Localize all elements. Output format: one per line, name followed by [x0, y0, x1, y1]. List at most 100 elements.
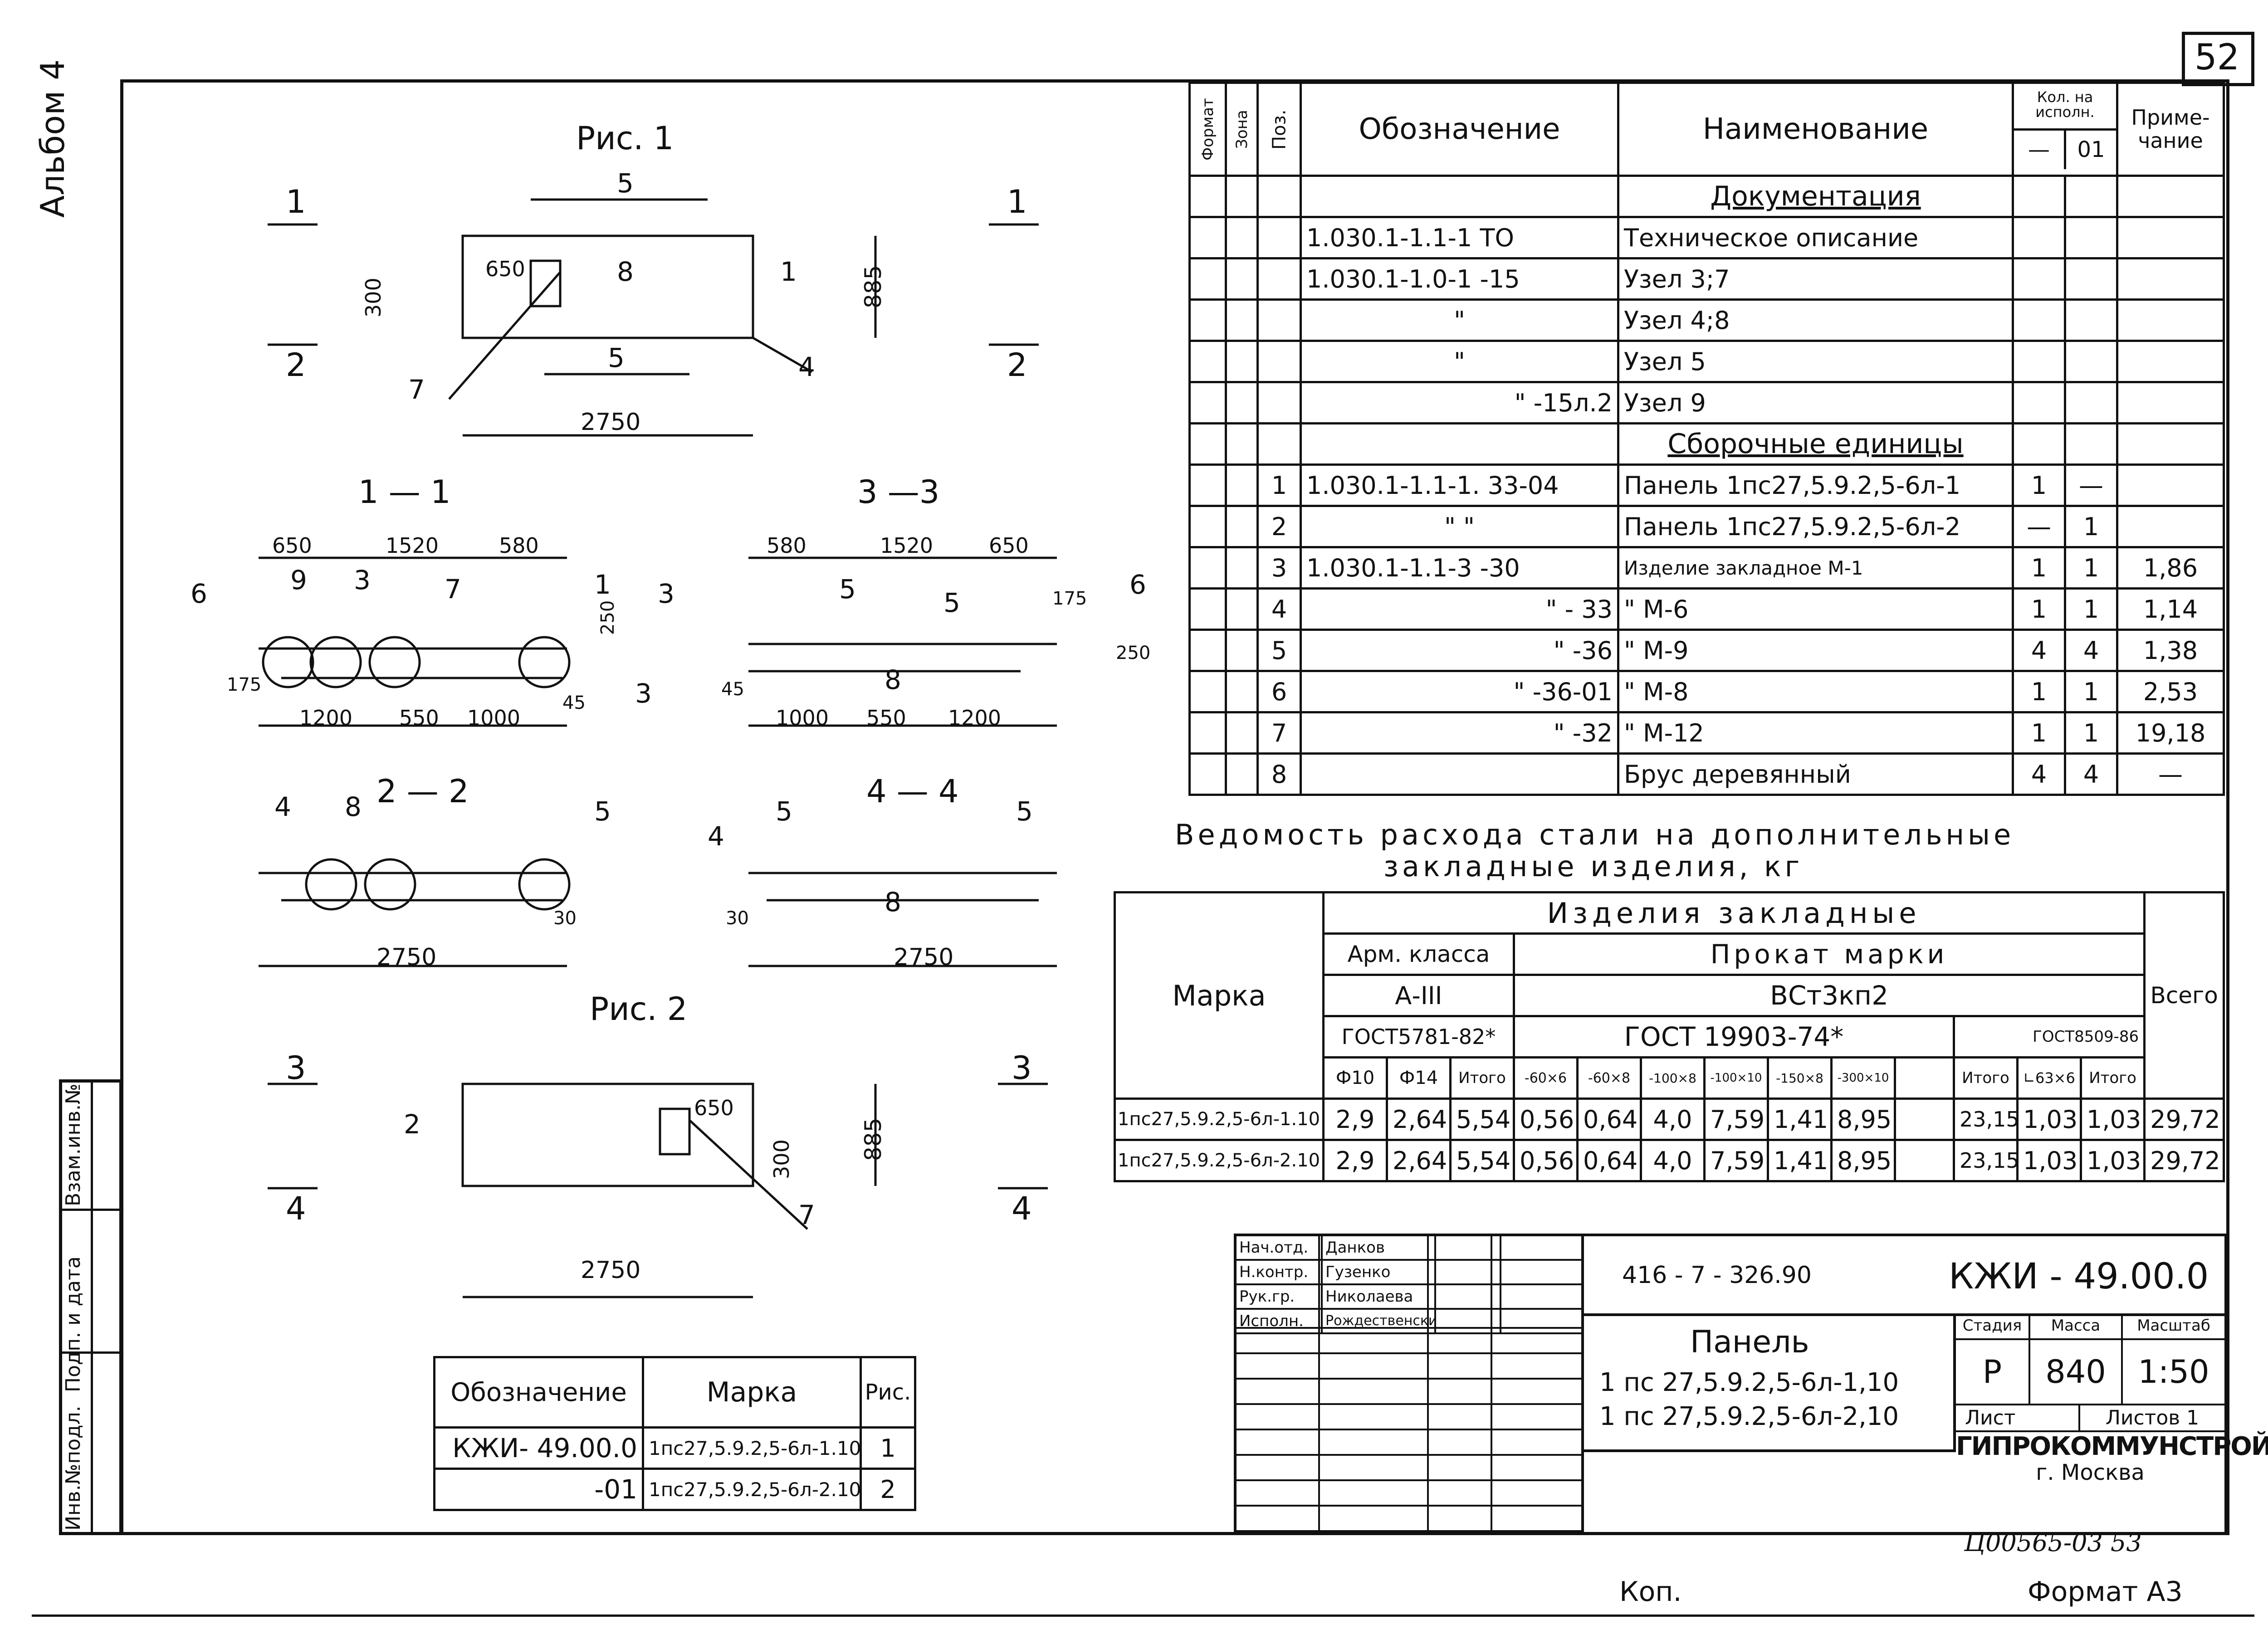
side-strip-hline-1	[59, 1209, 122, 1211]
stamp-title-line3: 1 пс 27,5.9.2,5-6л-2,10	[1599, 1402, 1899, 1431]
spec-designation	[1300, 752, 1619, 796]
fig2-title: Рис. 2	[590, 990, 688, 1028]
page-number: 52	[2195, 37, 2240, 78]
sec22-circle-4	[305, 858, 357, 911]
spec-h-designation: Обозначение	[1300, 82, 1619, 177]
spec-designation: " "	[1300, 505, 1619, 548]
spec-pos: 8	[1256, 752, 1302, 796]
stamp-project-row: 416 - 7 - 326.90 КЖИ - 49.00.0	[1581, 1236, 2224, 1316]
fig2-pos-7: 7	[798, 1200, 815, 1230]
sec33-dim-580: 580	[767, 533, 807, 558]
steel-col-head: Итого	[1953, 1056, 2019, 1100]
sec33-dim-175: 175	[1052, 588, 1087, 609]
steel-col-head: -100×10	[1703, 1056, 1769, 1100]
steel-val: 1,03	[2079, 1139, 2146, 1182]
marks-des: КЖИ- 49.00.0	[433, 1426, 644, 1470]
steel-col-head: -60×6	[1513, 1056, 1579, 1100]
spec-row: 8 Брус деревянный 4 4 —	[1188, 752, 2225, 796]
spec-h-pos: Поз.	[1257, 83, 1301, 176]
spec-qty-1: 1	[2012, 670, 2066, 713]
steel-header-3: А-III ВСт3кп2	[1115, 974, 2224, 1017]
spec-designation: 1.030.1-1.0-1 -15	[1300, 257, 1619, 301]
fig2-cut-3-label: 3	[286, 1049, 306, 1087]
spec-qty-1: —	[2012, 505, 2066, 548]
sec11-circle-9	[262, 636, 314, 688]
spec-qty-1: 1	[2012, 546, 2066, 590]
spec-note	[2116, 463, 2225, 507]
spec-name: Узел 4;8	[1617, 298, 2014, 342]
sec11-pos-1: 1	[594, 569, 611, 600]
stamp-mass: 840	[2030, 1340, 2123, 1404]
steel-col-head: -60×8	[1576, 1056, 1642, 1100]
fig1-dim-2750: 2750	[581, 409, 641, 436]
steel-val: 23,15	[1953, 1097, 2019, 1141]
spec-row: 3 1.030.1-1.1-3 -30 Изделие закладное М-…	[1188, 546, 2225, 590]
sec22-dim-2750: 2750	[376, 944, 437, 971]
spec-name: Узел 3;7	[1617, 257, 2014, 301]
stamp-stage: Р	[1956, 1340, 2030, 1404]
stamp-sheets: Листов 1	[2105, 1406, 2200, 1429]
steel-col-head: Ф14	[1386, 1056, 1452, 1100]
stamp-org: ГИПРОКОММУНСТРОЙ	[1956, 1432, 2268, 1461]
section-3-3-title: 3 —3	[857, 473, 940, 511]
stamp-person: Данков	[1323, 1236, 1436, 1259]
sec44-dim-30: 30	[726, 908, 749, 929]
spec-note	[2116, 340, 2225, 383]
stamp-stage-block: Стадия Масса Масштаб Р 840 1:50 Лист Лис…	[1956, 1313, 2268, 1484]
marks-table: Обозначение Марка Рис. КЖИ- 49.00.0 1пс2…	[433, 1356, 916, 1511]
sec33-pos-5b: 5	[943, 587, 960, 618]
drawings	[259, 198, 1057, 1298]
spec-qty-2	[2063, 257, 2119, 301]
fig1-cut-2-label: 2	[286, 346, 306, 384]
stamp-role: Н.контр.	[1237, 1261, 1323, 1283]
steel-col-head: ∟63×6	[2016, 1056, 2082, 1100]
sec11-dim-1200: 1200	[299, 706, 353, 730]
sec44-pos-5a: 5	[776, 796, 792, 827]
fig2-dim-2750: 2750	[581, 1257, 641, 1284]
spec-qty-2	[2063, 381, 2119, 424]
sec11-pos-3: 3	[354, 565, 371, 595]
sec44-pos-5b: 5	[1016, 796, 1033, 827]
steel-h-a3: А-III	[1322, 974, 1515, 1017]
spec-pos	[1256, 298, 1302, 342]
stamp-doc-code: КЖИ - 49.00.0	[1949, 1256, 2209, 1297]
steel-h-vst: ВСт3кп2	[1512, 974, 2146, 1017]
spec-qty-1: 4	[2012, 629, 2066, 672]
section-2-2-title: 2 — 2	[376, 773, 469, 810]
sec11-dim-1000: 1000	[467, 706, 521, 730]
sec22-circle-5	[518, 858, 571, 911]
spec-note	[2116, 257, 2225, 301]
section-4-4-title: 4 — 4	[866, 773, 959, 810]
spec-qty-1	[2012, 381, 2066, 424]
steel-row: 1пс27,5.9.2,5-6л-2.10 2,9 2,64 5,54 0,56…	[1114, 1139, 2225, 1182]
fig1-dim-885: 885	[860, 265, 886, 308]
spec-row: 2 " " Панель 1пс27,5.9.2,5-6л-2 — 1	[1188, 505, 2225, 548]
spec-qty-2: —	[2063, 463, 2119, 507]
steel-val: 1,03	[2079, 1097, 2146, 1141]
sec33-pos-8: 8	[885, 664, 901, 695]
spec-note	[2116, 381, 2225, 424]
spec-row: " Узел 4;8	[1188, 298, 2225, 342]
fig2-dim-300: 300	[769, 1139, 794, 1179]
fig2-opening	[659, 1107, 691, 1156]
fig1-leader-7	[448, 271, 561, 400]
sec11-circle-7	[368, 636, 421, 688]
sec44-pos-4: 4	[708, 821, 724, 852]
steel-table: Марка Изделия закладные Всего Арм. класс…	[1114, 891, 2225, 1182]
spec-row: 6 " -36-01 " М-8 1 1 2,53	[1188, 670, 2225, 713]
steel-title-1: Ведомость расхода стали на дополнительны…	[1175, 818, 2015, 851]
spec-name: " М-9	[1617, 629, 2014, 672]
spec-h-qty-label: Кол. на исполн.	[2015, 89, 2115, 131]
format-label: Формат А3	[2028, 1576, 2183, 1608]
fig2-cut-4r-label: 4	[1012, 1190, 1032, 1227]
spec-name: " М-12	[1617, 711, 2014, 755]
sec33-dim-1520: 1520	[880, 533, 934, 558]
steel-val: 5,54	[1449, 1139, 1515, 1182]
stamp-title-cell: Панель 1 пс 27,5.9.2,5-6л-1,10 1 пс 27,5…	[1581, 1313, 1956, 1452]
steel-header-4: ГОСТ5781-82* ГОСТ 19903-74* ГОСТ8509-86	[1115, 1015, 2224, 1058]
steel-header-cols: Ф10 Ф14 Итого -60×6 -60×8 -100×8 -100×10…	[1115, 1056, 2224, 1100]
spec-table: Формат Зона Поз. Обозначение Наименовани…	[1188, 82, 2225, 796]
fig1-pos-1: 1	[780, 256, 797, 287]
fig1-pos-5b: 5	[608, 342, 625, 373]
fig1-pos-4: 4	[798, 351, 815, 382]
